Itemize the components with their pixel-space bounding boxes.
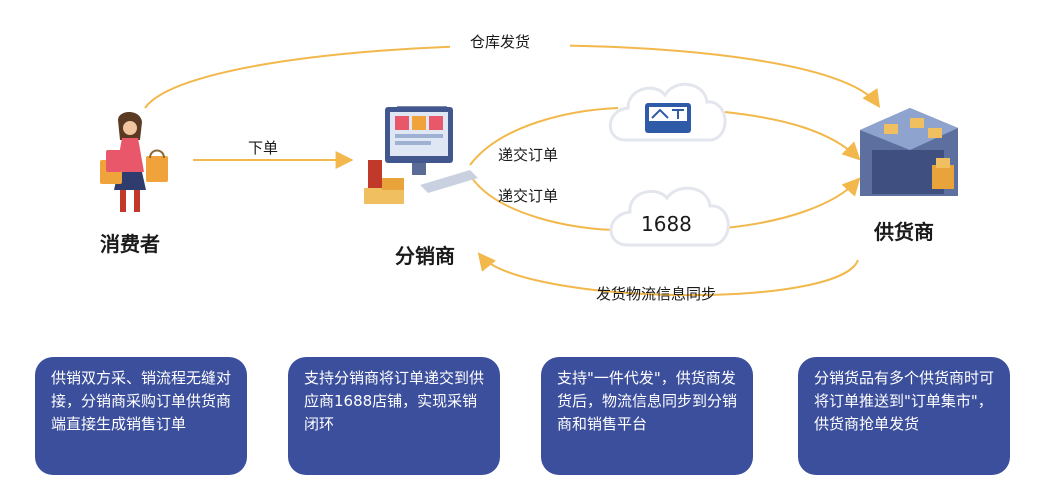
- cloud-logo-icon: [608, 82, 727, 142]
- distributor-label: 分销商: [395, 244, 455, 268]
- submit-arrow-1: [469, 107, 619, 166]
- order-label: 下单: [248, 139, 279, 157]
- feature-card-4: 分销货品有多个供货商时可将订单推送到"订单集市"，供货商抢单发货: [798, 357, 1010, 475]
- sync-arrow: [477, 252, 859, 297]
- logo-text: 冠 猴: [653, 124, 674, 134]
- feature-card-1: 供销双方采、销流程无缝对接，分销商采购订单供货商端直接生成销售订单: [35, 357, 247, 475]
- cloud-1688-icon: [609, 186, 730, 247]
- warehouse-ship-label: 仓库发货: [470, 33, 531, 51]
- submit-arrow-2b: [724, 177, 861, 229]
- feature-card-2: 支持分销商将订单递交到供应商1688店铺，实现采销闭环: [288, 357, 500, 475]
- supplier-warehouse-icon: [860, 108, 958, 196]
- feature-card-3: 支持"一件代发"，供货商发货后，物流信息同步到分销商和销售平台: [541, 357, 753, 475]
- submit-order-label-1: 递交订单: [498, 146, 559, 164]
- logistics-sync-label: 发货物流信息同步: [596, 285, 717, 303]
- warehouse-ship-arrow: [144, 44, 881, 109]
- submit-order-label-2: 递交订单: [498, 187, 559, 205]
- distributor-computer-icon: [364, 106, 478, 204]
- platform-1688-label: 1688: [641, 212, 692, 236]
- consumer-label: 消费者: [100, 232, 160, 256]
- submit-arrow-2: [469, 174, 619, 231]
- consumer-shopper-icon: [100, 112, 168, 212]
- submit-arrow-1b: [724, 111, 861, 161]
- supplier-label: 供货商: [874, 220, 934, 244]
